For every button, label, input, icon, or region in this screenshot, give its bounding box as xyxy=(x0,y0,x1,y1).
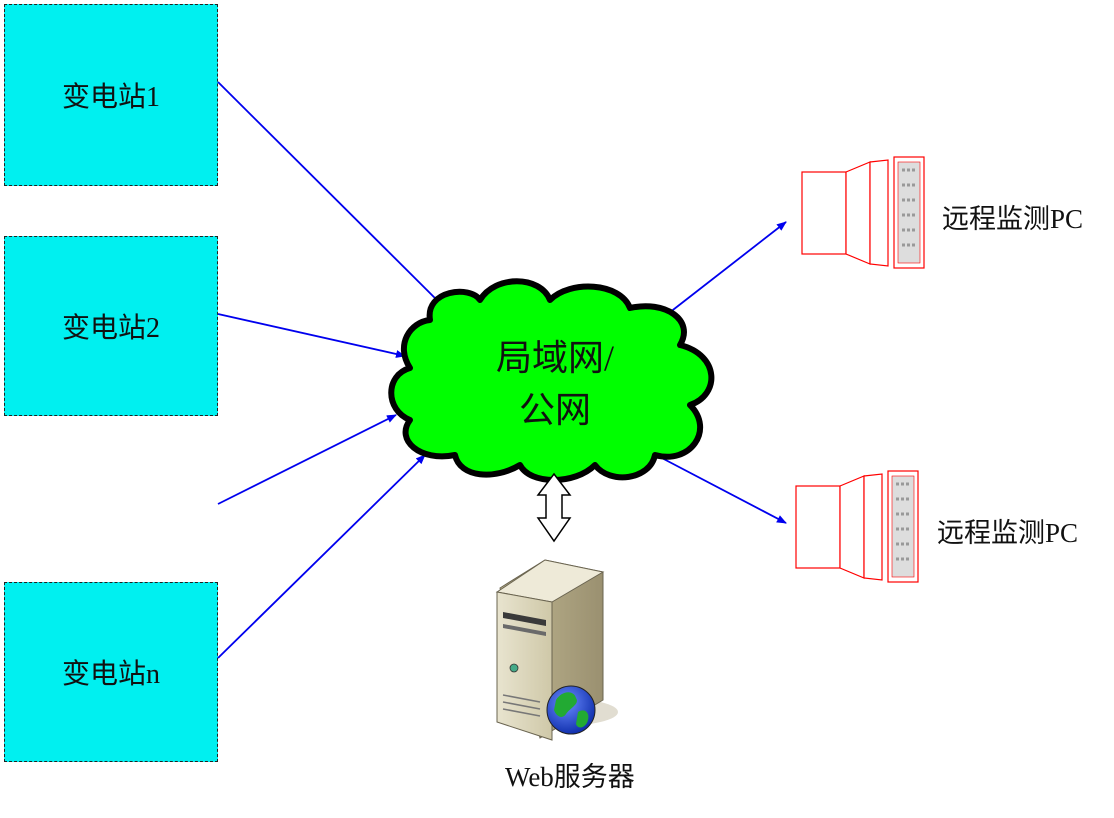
web-server-label: Web服务器 xyxy=(505,762,635,792)
arrow-ellipsis-to-cloud xyxy=(217,414,397,505)
network-label-line1: 局域网/ xyxy=(495,338,614,378)
substation-2-label: 变电站2 xyxy=(61,313,160,344)
globe-icon xyxy=(546,685,596,735)
arrow-station1-to-cloud xyxy=(217,81,456,319)
network-cloud xyxy=(388,278,715,483)
substation-n-box: 变电站n xyxy=(4,582,218,762)
remote-pc-1-icon xyxy=(801,156,925,269)
substation-1-box: 变电站1 xyxy=(4,4,218,186)
arrow-cloud-to-pc1 xyxy=(659,221,787,321)
remote-pc-1-label: 远程监测PC xyxy=(942,204,1084,234)
substation-2-box: 变电站2 xyxy=(4,236,218,416)
double-arrow-cloud-server xyxy=(536,472,572,543)
arrow-stationn-to-cloud xyxy=(217,454,426,659)
network-label: 局域网/ 公网 xyxy=(470,332,640,436)
substation-1-label: 变电站1 xyxy=(61,82,160,113)
remote-pc-2-icon xyxy=(795,470,919,583)
network-label-line2: 公网 xyxy=(518,390,591,430)
arrow-cloud-to-pc2 xyxy=(657,455,787,524)
substation-n-label: 变电站n xyxy=(61,659,160,690)
arrow-station2-to-cloud xyxy=(217,313,406,358)
remote-pc-2-label: 远程监测PC xyxy=(937,518,1079,548)
